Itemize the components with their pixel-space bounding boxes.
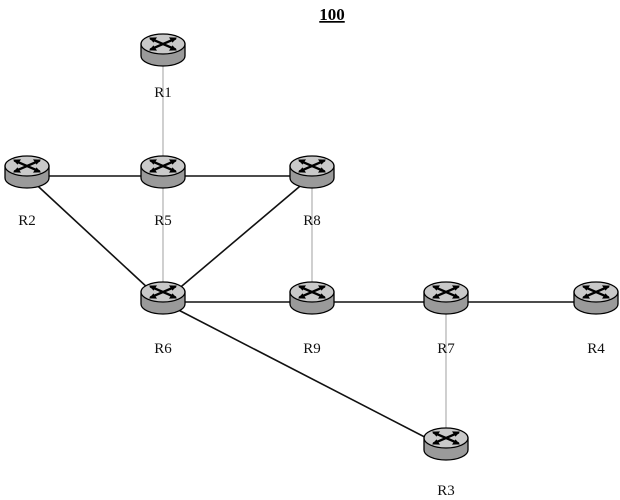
router-node-r8: R8: [288, 154, 336, 229]
router-label: R2: [18, 213, 36, 229]
router-icon: [139, 280, 187, 316]
router-node-r3: R3: [422, 426, 470, 499]
router-node-r5: R5: [139, 154, 187, 229]
link-r6-r3: [162, 301, 447, 449]
link-r8-r6: [162, 175, 313, 303]
router-node-r1: R1: [139, 32, 187, 101]
link-r2-r6: [26, 175, 164, 303]
router-label: R4: [587, 341, 605, 357]
router-icon: [288, 154, 336, 190]
router-icon: [139, 32, 187, 68]
router-icon: [422, 426, 470, 462]
router-label: R8: [303, 213, 321, 229]
router-node-r4: R4: [572, 280, 620, 357]
router-label: R7: [437, 341, 455, 357]
router-icon: [3, 154, 51, 190]
router-label: R6: [154, 341, 172, 357]
router-label: R9: [303, 341, 321, 357]
links-layer: [26, 54, 596, 449]
router-icon: [139, 154, 187, 190]
router-icon: [288, 280, 336, 316]
router-node-r6: R6: [139, 280, 187, 357]
router-label: R5: [154, 213, 172, 229]
router-icon: [422, 280, 470, 316]
router-label: R3: [437, 483, 455, 499]
router-label: R1: [154, 85, 172, 101]
router-node-r9: R9: [288, 280, 336, 357]
router-node-r2: R2: [3, 154, 51, 229]
router-node-r7: R7: [422, 280, 470, 357]
router-icon: [572, 280, 620, 316]
figure-label: 100: [319, 5, 345, 24]
